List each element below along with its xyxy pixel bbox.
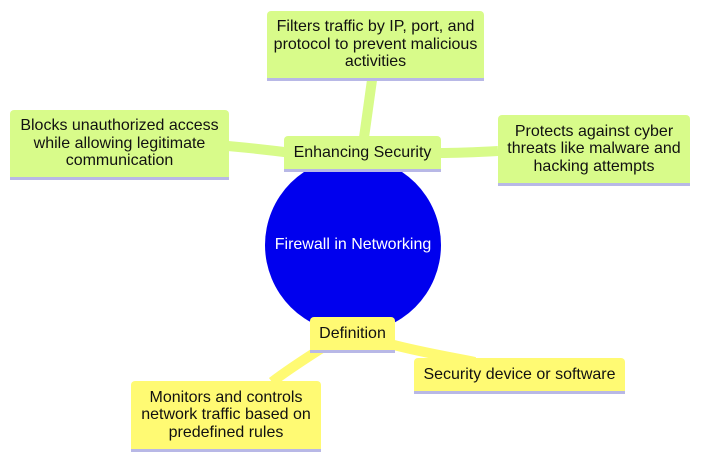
edge-security-protects — [437, 146, 499, 158]
root-node[interactable]: Firewall in Networking — [265, 157, 441, 333]
leaf-node-security-device[interactable]: Security device or software — [414, 358, 625, 394]
branch-label-enhancing-security: Enhancing Security — [293, 143, 432, 161]
leaf-label-protects-threats: Protects against cyber threats like malw… — [507, 122, 681, 175]
leaf-label-filters-traffic: Filters traffic by IP, port, and protoco… — [273, 18, 478, 71]
branch-label-definition: Definition — [319, 324, 386, 342]
root-label: Firewall in Networking — [274, 236, 432, 253]
leaf-label-security-device: Security device or software — [423, 365, 616, 383]
leaf-node-monitors-traffic[interactable]: Monitors and controls network traffic ba… — [131, 381, 321, 452]
leaf-node-protects-threats[interactable]: Protects against cyber threats like malw… — [498, 115, 690, 186]
leaf-node-blocks-access[interactable]: Blocks unauthorized access while allowin… — [10, 110, 229, 180]
edge-definition-monitors — [268, 343, 325, 386]
branch-node-enhancing-security[interactable]: Enhancing Security — [284, 136, 441, 172]
leaf-node-filters-traffic[interactable]: Filters traffic by IP, port, and protoco… — [267, 11, 484, 81]
branch-node-definition[interactable]: Definition — [310, 317, 395, 353]
leaf-label-monitors-traffic: Monitors and controls network traffic ba… — [141, 388, 311, 441]
leaf-label-blocks-access: Blocks unauthorized access while allowin… — [20, 117, 219, 170]
